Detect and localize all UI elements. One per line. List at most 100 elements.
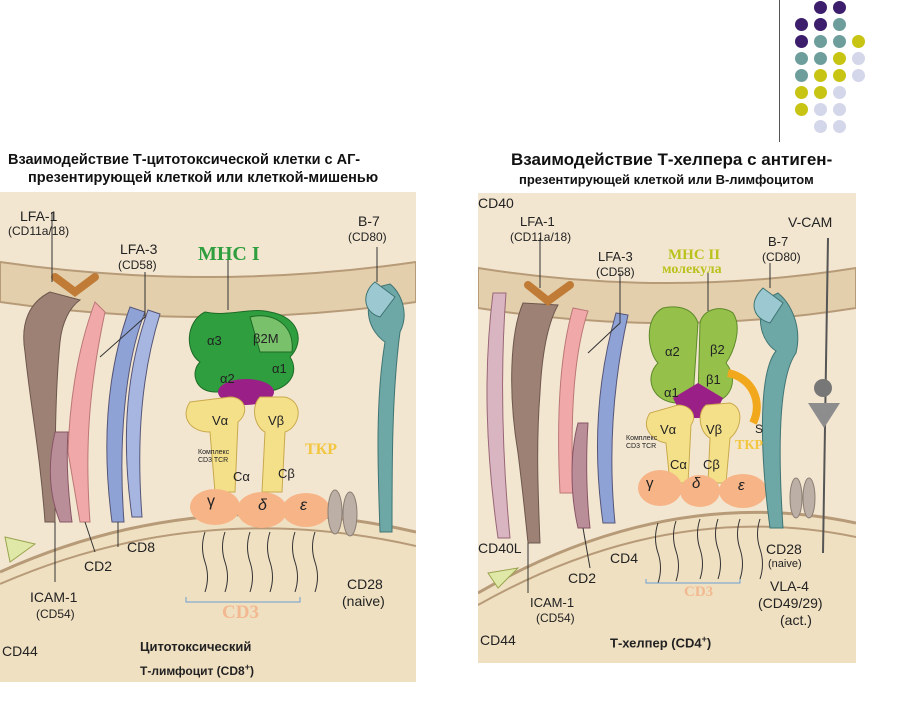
left-b7-label: B-7 <box>358 213 380 229</box>
left-complex-label-2: CD3 TCR <box>198 457 229 464</box>
right-lfa1-cd-label: (CD11a/18) <box>510 230 572 244</box>
right-delta-label: δ <box>692 475 701 492</box>
decorative-dot <box>833 69 846 82</box>
left-cd2-label: CD2 <box>84 558 113 574</box>
left-b2m-label: β2M <box>253 331 279 346</box>
right-vla4-cd-label: (CD49/29) <box>758 595 823 611</box>
decorative-dot <box>814 1 827 14</box>
right-tcr-label: ТКР <box>735 438 764 453</box>
decorative-dot <box>814 69 827 82</box>
right-gamma-label: γ <box>646 475 654 492</box>
right-lfa3-label: LFA-3 <box>598 249 633 264</box>
right-lfa3-cd-label: (CD58) <box>596 265 635 279</box>
left-va-label: Vα <box>212 413 229 428</box>
left-ca-label: Cα <box>233 469 250 484</box>
right-b2-label: β2 <box>710 342 725 357</box>
left-a1-label: α1 <box>272 361 287 376</box>
right-cd4-label: CD4 <box>610 550 639 566</box>
right-complex-label-1: Комплекс <box>626 435 658 442</box>
left-cd3-label: CD3 <box>222 602 259 623</box>
left-title-line2: презентирующей клеткой или клеткой-мишен… <box>28 170 379 186</box>
right-b7-cd-label: (CD80) <box>762 250 801 264</box>
left-lfa3-label: LFA-3 <box>120 241 158 257</box>
right-cd44-label: CD44 <box>480 632 516 648</box>
right-lfa1-label: LFA-1 <box>520 214 555 229</box>
right-cd40-label: CD40 <box>478 195 514 211</box>
right-naive-label: (naive) <box>768 558 802 570</box>
left-lfa1-label: LFA-1 <box>20 208 58 224</box>
right-complex-label-2: CD3 TCR <box>626 443 657 450</box>
right-b7-label: B-7 <box>768 234 789 249</box>
decorative-dot <box>795 52 808 65</box>
decorative-dot <box>814 103 827 116</box>
decorative-dot <box>814 35 827 48</box>
right-va-label: Vα <box>660 422 677 437</box>
right-a1-label: α1 <box>664 385 679 400</box>
decorative-dot <box>814 86 827 99</box>
decorative-dot <box>795 35 808 48</box>
right-vla4-label: VLA-4 <box>770 578 809 594</box>
right-mhc-label-line2: молекула <box>662 262 722 277</box>
right-epsilon-label: ε <box>738 477 745 494</box>
right-act-label: (act.) <box>780 612 812 628</box>
decorative-dot <box>833 103 846 116</box>
decorative-dot <box>814 52 827 65</box>
decorative-dot <box>795 103 808 116</box>
decorative-dot <box>814 120 827 133</box>
left-cd8-label: CD8 <box>127 539 156 555</box>
left-lfa3-cd-label: (CD58) <box>118 258 157 272</box>
right-cd2-label: CD2 <box>568 570 597 586</box>
decorative-dot <box>795 18 808 31</box>
right-cell-type-label: Т-хелпер (CD4+) <box>610 634 712 651</box>
decorative-dot <box>852 69 865 82</box>
left-title-line1: Взаимодействие Т-цитотоксической клетки … <box>8 152 361 168</box>
right-a2-label: α2 <box>665 344 680 359</box>
decorative-dot <box>795 69 808 82</box>
left-diagram: LFA-1 (CD11a/18) LFA-3 (CD58) MHC I B-7 … <box>0 192 416 682</box>
left-naive-label: (naive) <box>342 593 385 609</box>
left-icam-label: ICAM-1 <box>30 589 78 605</box>
left-complex-label-1: Комплекс <box>198 449 230 456</box>
right-cd28-label: CD28 <box>766 541 802 557</box>
right-cd40l-label: CD40L <box>478 540 522 556</box>
left-delta-label: δ <box>258 497 267 514</box>
left-cell-type-line1: Цитотоксический <box>140 639 252 654</box>
right-icam-cd-label: (CD54) <box>536 611 575 625</box>
left-gamma-label: γ <box>207 493 215 510</box>
right-diagram: CD40 LFA-1 (CD11a/18) LFA-3 (CD58) MHC I… <box>478 193 856 663</box>
decorative-dot <box>814 18 827 31</box>
right-s-label: S <box>755 422 764 436</box>
left-a2-label: α2 <box>220 371 235 386</box>
right-vcam-label: V-CAM <box>788 214 833 230</box>
right-title-line2: презентирующей клеткой или В-лимфоцитом <box>519 172 814 187</box>
left-vb-label: Vβ <box>268 413 285 428</box>
right-mhc-label-line1: MHC II <box>668 247 721 263</box>
divider-line <box>779 0 780 142</box>
decorative-dot <box>833 35 846 48</box>
decorative-dot <box>852 35 865 48</box>
decorative-dot <box>833 52 846 65</box>
decorative-dot <box>833 120 846 133</box>
left-a3-label: α3 <box>207 333 222 348</box>
left-tcr-label: ТКР <box>305 441 338 458</box>
decorative-dot <box>833 18 846 31</box>
left-mhc-label: MHC I <box>198 243 260 265</box>
left-cd44-label: CD44 <box>2 643 38 659</box>
right-b1-label: β1 <box>706 372 721 387</box>
right-cd3-label: CD3 <box>684 584 714 600</box>
left-icam-cd-label: (CD54) <box>36 607 75 621</box>
right-title-line1: Взаимодействие Т-хелпера с антиген- <box>511 150 833 169</box>
right-cb-label: Cβ <box>703 457 720 472</box>
right-ca-label: Cα <box>670 457 687 472</box>
left-lfa1-cd-label: (CD11a/18) <box>8 224 70 238</box>
left-b7-cd-label: (CD80) <box>348 230 387 244</box>
left-epsilon-label: ε <box>300 497 308 514</box>
right-icam-label: ICAM-1 <box>530 595 575 610</box>
left-cell-type-line2: Т-лимфоцит (CD8+) <box>140 662 254 678</box>
left-cb-label: Cβ <box>278 466 295 481</box>
decorative-dot-grid <box>795 0 895 140</box>
decorative-dot <box>795 86 808 99</box>
decorative-dot <box>852 52 865 65</box>
decorative-dot <box>833 1 846 14</box>
left-cd28-label: CD28 <box>347 576 383 592</box>
